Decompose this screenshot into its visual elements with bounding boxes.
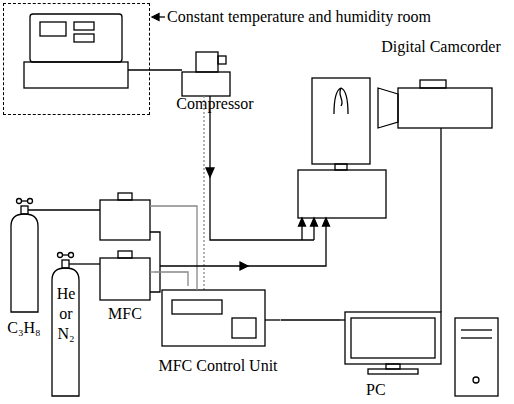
gas-pipe	[96, 263, 100, 264]
mfc-knob	[118, 193, 132, 200]
gas-cylinder: C₃H₈	[2, 190, 46, 338]
burner-nozzle	[335, 164, 347, 170]
node-label: MFC	[108, 305, 142, 323]
burner-tube	[312, 78, 370, 164]
compressor-panel	[40, 22, 66, 36]
signal-wire	[440, 128, 441, 132]
mfc-body	[100, 258, 150, 300]
valve-wheel	[28, 199, 33, 204]
node-label: He or N₂	[54, 284, 78, 344]
signal-wire	[203, 96, 204, 290]
mfc-knob	[118, 251, 132, 258]
pc-unit: PC	[340, 306, 506, 402]
power-button	[473, 377, 479, 383]
camcorder-body	[398, 88, 492, 128]
valve-wheel	[58, 253, 63, 258]
flow-arrowhead	[311, 218, 318, 226]
leader-arrowhead	[152, 14, 159, 21]
monitor-base	[368, 369, 418, 374]
valve-stem	[63, 254, 69, 255]
air-pipe	[128, 69, 182, 70]
compressor-panel	[74, 34, 94, 42]
regulator-body	[182, 72, 230, 96]
flow-arrowhead	[206, 168, 214, 177]
burner-base	[298, 170, 386, 218]
control-unit-box	[162, 290, 265, 346]
monitor-screen	[351, 318, 435, 358]
node-label: MFC Control Unit	[158, 357, 277, 375]
valve-stem	[22, 200, 28, 201]
control-unit-display	[172, 300, 222, 314]
drive-slot	[461, 329, 492, 330]
valve-wheel	[17, 199, 22, 204]
control-unit-panel	[232, 318, 256, 338]
node-label: C₃H₈	[7, 319, 40, 337]
valve-wheel	[69, 253, 74, 258]
cylinder-valve	[62, 260, 69, 268]
gas-cylinder-body	[11, 214, 38, 312]
node-label: Digital Camcorder	[381, 38, 501, 56]
flow-arrowhead	[240, 262, 248, 270]
signal-wire	[150, 206, 197, 290]
gas-pipe	[28, 209, 100, 210]
camcorder-viewfinder	[420, 80, 446, 88]
connector-line	[154, 272, 188, 286]
connector-line	[440, 132, 441, 306]
node-label: Compressor	[176, 95, 253, 113]
gas-pipe	[160, 224, 326, 266]
flow-arrowhead	[299, 218, 306, 226]
compressor-lower	[24, 62, 128, 88]
compressor-panel	[74, 22, 94, 30]
signal-wire	[340, 319, 345, 320]
gas-pipe	[150, 232, 160, 292]
regulator-knob	[218, 56, 226, 64]
gas-cylinder: He or N₂	[48, 244, 84, 400]
compressor-unit: Compressor	[14, 12, 136, 110]
camcorder-lens	[378, 88, 398, 128]
monitor-stand	[386, 364, 400, 369]
gas-pipe	[69, 263, 84, 264]
camcorder-unit: Digital Camcorder	[372, 38, 510, 132]
apparatus-group	[11, 14, 498, 397]
drive-slot	[461, 337, 492, 338]
monitor-frame	[345, 312, 441, 364]
cylinder-valve	[21, 206, 28, 214]
signal-wire	[265, 319, 280, 320]
signal-wire	[150, 271, 154, 272]
connector-line	[281, 319, 340, 320]
connector-line	[84, 263, 96, 264]
pc-tower	[455, 318, 498, 396]
mfc-unit: MFC	[96, 248, 154, 324]
gas-cylinder-body	[52, 268, 79, 396]
compressor-upper	[30, 14, 122, 62]
node-label: Constant temperature and humidity room	[167, 8, 431, 26]
mfc-body	[100, 200, 150, 240]
signal-wire	[440, 306, 441, 312]
flame-symbol	[334, 88, 348, 114]
control-unit: MFC Control Unit	[155, 286, 280, 376]
node-label: PC	[366, 381, 386, 399]
regulator-top	[196, 52, 218, 72]
room-enclosure: Constant temperature and humidity roomCo…	[3, 3, 150, 115]
